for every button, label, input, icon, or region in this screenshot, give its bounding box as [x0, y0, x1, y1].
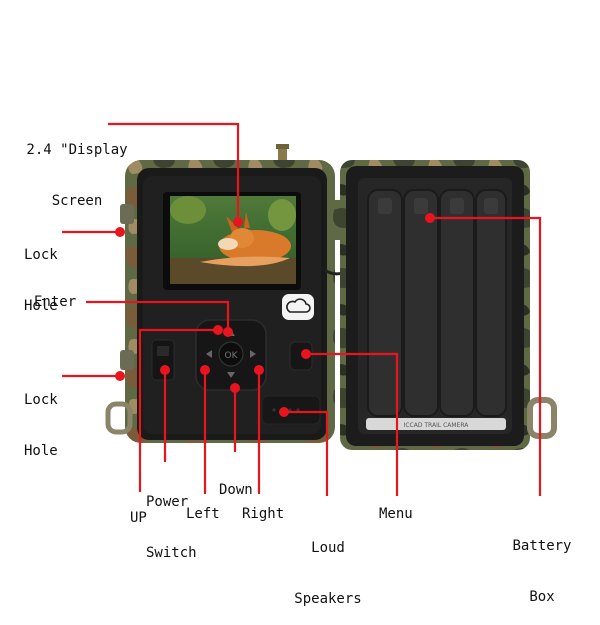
loud-speakers-label: Loud Speakers	[292, 506, 364, 625]
display-screen	[163, 192, 301, 290]
menu-button[interactable]	[289, 341, 313, 371]
ok-button[interactable]: OK	[225, 351, 239, 361]
left-label: Left	[186, 506, 220, 522]
cloud-icon	[282, 294, 314, 320]
battery-compartment	[340, 160, 557, 450]
enter-label: Enter	[34, 294, 77, 310]
loud-speakers-line1: Loud	[311, 540, 345, 556]
battery-box-line1: Battery	[512, 538, 572, 554]
control-pad	[195, 319, 267, 391]
display-screen-label-line2: Screen	[51, 193, 103, 209]
lock-hole-top-line1: Lock	[24, 247, 58, 263]
down-label: Down	[219, 482, 253, 498]
loud-speakers	[261, 395, 321, 425]
lock-hole-bottom-line1: Lock	[24, 392, 58, 408]
battery-box-line2: Box	[529, 589, 555, 605]
callout-lines	[62, 122, 542, 496]
lock-hole-top-label: Lock Hole	[24, 213, 58, 332]
lock-hole-bottom-line2: Hole	[24, 443, 58, 459]
power-switch-line2: Switch	[146, 545, 197, 561]
callout-dots	[115, 213, 435, 417]
right-label: Right	[242, 506, 285, 522]
display-screen-label-line1: 2.4 "Display	[26, 142, 128, 158]
power-switch-label: Power Switch	[146, 460, 197, 579]
lock-hole-bottom-label: Lock Hole	[24, 358, 58, 477]
battery-box-label: Battery Box	[506, 504, 578, 623]
up-label: UP	[130, 510, 147, 526]
power-switch-line1: Power	[146, 494, 189, 510]
battery-plate-label: ICCAD TRAIL CAMERA	[404, 422, 470, 429]
display-screen-label: 2.4 "Display Screen	[22, 108, 132, 227]
menu-label: Menu	[379, 506, 413, 522]
trail-camera-diagram: OK	[62, 122, 557, 496]
lock-hole-top-line2: Hole	[24, 298, 58, 314]
